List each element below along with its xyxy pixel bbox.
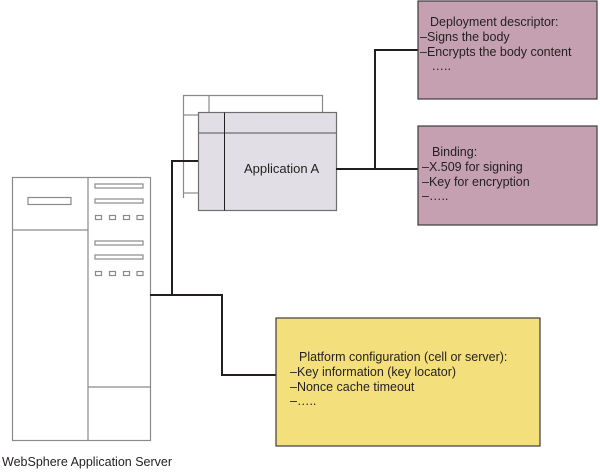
server-slot bbox=[94, 254, 144, 260]
server-led bbox=[108, 270, 117, 277]
deployment-descriptor-item: –Encrypts the body content bbox=[420, 45, 572, 59]
deployment-descriptor-title: Deployment descriptor: bbox=[430, 15, 559, 29]
deployment-descriptor-item: –Signs the body bbox=[420, 30, 510, 44]
connector-server-platform bbox=[150, 294, 276, 376]
binding-item: –Key for encryption bbox=[422, 175, 530, 189]
application-a-window[interactable] bbox=[197, 111, 338, 212]
platform-configuration-item: –Nonce cache timeout bbox=[290, 380, 415, 394]
platform-configuration-item: –….. bbox=[290, 394, 317, 408]
server-tower-icon bbox=[11, 176, 152, 442]
server-drive-slot bbox=[27, 196, 72, 206]
binding-item: –X.509 for signing bbox=[422, 160, 523, 174]
platform-configuration-box[interactable] bbox=[275, 317, 541, 447]
binding-title: Binding: bbox=[432, 145, 478, 159]
connector-lines bbox=[150, 49, 418, 376]
binding-box[interactable] bbox=[417, 125, 598, 226]
server-led bbox=[94, 214, 103, 221]
binding-item: –….. bbox=[422, 189, 449, 203]
server-caption: WebSphere Application Server bbox=[2, 455, 173, 469]
application-stack-icon bbox=[182, 94, 324, 198]
server-outline bbox=[11, 176, 152, 442]
platform-configuration-title: Platform configuration (cell or server): bbox=[299, 350, 508, 364]
server-slot bbox=[94, 240, 144, 246]
server-slot bbox=[94, 183, 144, 189]
platform-configuration-item: –Key information (key locator) bbox=[290, 365, 457, 379]
application-label: Application A bbox=[244, 161, 320, 176]
connector-app-server bbox=[171, 160, 198, 295]
server-led bbox=[108, 214, 117, 221]
deployment-descriptor-item: ….. bbox=[428, 59, 451, 73]
server-slot bbox=[94, 198, 144, 204]
server-led bbox=[94, 270, 103, 277]
connector-app-descriptor bbox=[374, 49, 418, 169]
server-led bbox=[136, 214, 144, 221]
server-led bbox=[122, 270, 131, 277]
server-led bbox=[122, 214, 131, 221]
deployment-descriptor-box[interactable] bbox=[417, 0, 598, 100]
server-led bbox=[136, 270, 144, 277]
